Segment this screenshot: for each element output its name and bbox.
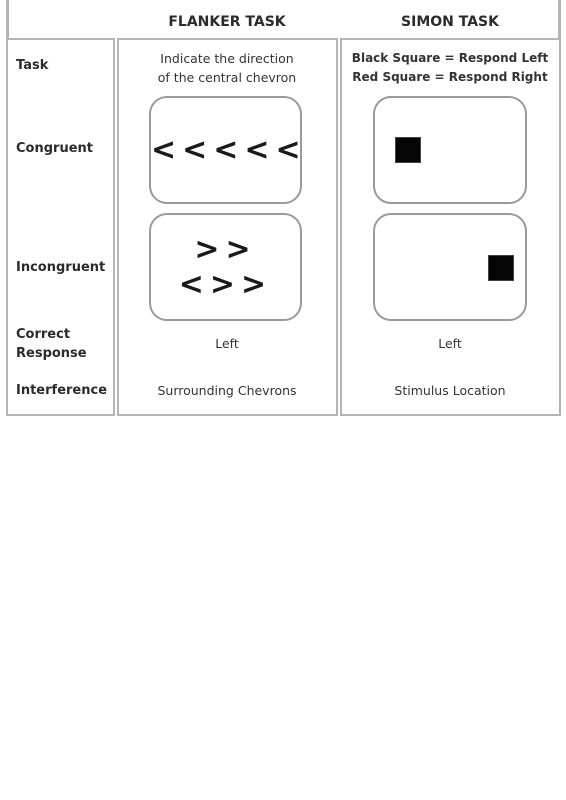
row-label-incongruent: Incongruent	[16, 260, 106, 275]
flanker-header: FLANKER TASK	[168, 14, 286, 30]
flanker-instruction-line2: of the central chevron	[157, 70, 297, 85]
simon-instruction-line2: Red Square = Respond Right	[352, 70, 548, 84]
row-label-congruent: Congruent	[16, 141, 93, 156]
simon-header: SIMON TASK	[401, 14, 499, 30]
flanker-incongruent-chevrons: >><>>	[178, 232, 273, 302]
table-top-right-border	[558, 0, 561, 38]
row-label-correct-response: Correct Response	[16, 325, 87, 363]
simon-interference: Stimulus Location	[394, 383, 506, 398]
simon-instruction: Black Square = Respond Left Red Square =…	[352, 49, 548, 87]
flanker-incongruent-stimulus-box: >><>>	[149, 213, 302, 321]
row-label-correct-line2: Response	[16, 346, 87, 361]
table-top-left-border	[6, 0, 9, 38]
flanker-congruent-stimulus-box: <<<<<	[149, 96, 302, 204]
row-label-correct-line1: Correct	[16, 327, 71, 342]
flanker-congruent-chevrons: <<<<<	[151, 132, 307, 168]
flanker-correct-response: Left	[215, 336, 239, 351]
simon-correct-response: Left	[438, 336, 462, 351]
simon-congruent-stimulus-box	[373, 96, 527, 204]
simon-incongruent-square	[488, 255, 514, 281]
row-label-column	[6, 38, 115, 416]
flanker-interference: Surrounding Chevrons	[157, 383, 297, 398]
row-label-interference: Interference	[16, 383, 108, 398]
flanker-instruction-line1: Indicate the direction	[160, 51, 294, 66]
simon-congruent-square	[395, 137, 421, 163]
simon-incongruent-stimulus-box	[373, 213, 527, 321]
flanker-instruction: Indicate the direction of the central ch…	[158, 49, 296, 87]
row-label-task: Task	[16, 58, 49, 73]
simon-instruction-line1: Black Square = Respond Left	[351, 51, 549, 65]
